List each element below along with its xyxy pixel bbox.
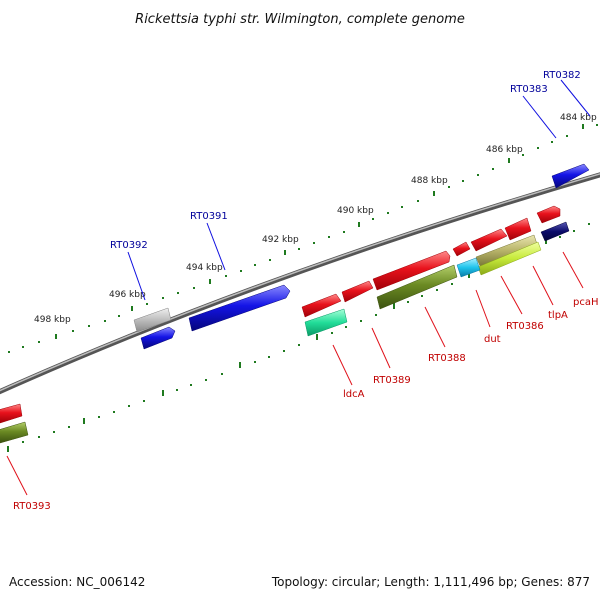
- gene-box-olive-RT0393[interactable]: [0, 421, 29, 444]
- gene-label-RT0388[interactable]: RT0388: [428, 353, 466, 364]
- genome-backbone-highlight: [0, 173, 600, 392]
- gene-arrow-rt0391[interactable]: [188, 284, 291, 332]
- leader-line-RT0388: [424, 306, 446, 348]
- gene-box-gray[interactable]: [133, 307, 172, 333]
- gene-label-pcaH[interactable]: pcaH: [573, 297, 599, 308]
- leader-line-RT0383: [522, 95, 557, 139]
- gene-arrow-RT0393[interactable]: [0, 403, 23, 424]
- gene-label-RT0382[interactable]: RT0382: [543, 70, 581, 81]
- leader-line-tlpA: [532, 265, 554, 306]
- gene-label-RT0386[interactable]: RT0386: [506, 321, 544, 332]
- gene-label-RT0392[interactable]: RT0392: [110, 240, 148, 251]
- gene-label-RT0389[interactable]: RT0389: [373, 375, 411, 386]
- leader-line-RT0386: [500, 275, 523, 315]
- genome-summary-text: Topology: circular; Length: 1,111,496 bp…: [271, 575, 590, 589]
- tick-label-494: 494 kbp: [186, 263, 223, 273]
- tick-label-490: 490 kbp: [337, 206, 374, 216]
- gene-box-olive-RT0388[interactable]: [376, 264, 458, 310]
- leader-line-RT0382: [560, 79, 591, 117]
- gene-arrow-RT0386[interactable]: [470, 228, 508, 252]
- gene-box-navy[interactable]: [540, 221, 570, 242]
- gene-arrow-pcaH[interactable]: [536, 205, 561, 224]
- leader-line-RT0392: [127, 251, 146, 301]
- leader-line-RT0389: [371, 327, 391, 369]
- leader-line-ldcA: [332, 344, 353, 386]
- gene-box-yellow-green[interactable]: [477, 241, 542, 276]
- gene-arrow-RT0389[interactable]: [341, 280, 374, 303]
- gene-arrow-RT0388[interactable]: [372, 250, 451, 291]
- gene-label-RT0391[interactable]: RT0391: [190, 211, 228, 222]
- leader-line-RT0391: [206, 222, 226, 271]
- tick-label-492: 492 kbp: [262, 235, 299, 245]
- gene-box-cyan[interactable]: [456, 257, 481, 278]
- gene-arrow-ldcA[interactable]: [301, 293, 342, 318]
- gene-label-ldcA[interactable]: ldcA: [343, 389, 365, 400]
- gene-label-RT0383[interactable]: RT0383: [510, 84, 548, 95]
- gene-arrow-rt0392[interactable]: [140, 326, 176, 350]
- genome-backbone: [0, 172, 600, 395]
- gene-label-dut[interactable]: dut: [484, 334, 501, 345]
- map-title: Rickettsia typhi str. Wilmington, comple…: [135, 12, 465, 27]
- tick-label-486: 486 kbp: [486, 145, 523, 155]
- tick-label-488: 488 kbp: [411, 176, 448, 186]
- tick-label-496: 496 kbp: [109, 290, 146, 300]
- gene-label-RT0393[interactable]: RT0393: [13, 501, 51, 512]
- leader-line-dut: [475, 289, 491, 328]
- gene-arrow-rt0383[interactable]: [551, 163, 590, 189]
- gene-arrow-dut[interactable]: [452, 241, 471, 257]
- tick-label-484: 484 kbp: [560, 113, 597, 123]
- leader-line-pcaH: [562, 251, 584, 289]
- gene-box-mint[interactable]: [304, 308, 348, 337]
- upper-tick-ring: [8, 124, 598, 353]
- leader-line-RT0393: [6, 455, 28, 496]
- tick-label-498: 498 kbp: [34, 315, 71, 325]
- gene-arrow-tlpA[interactable]: [504, 217, 532, 241]
- gene-label-tlpA[interactable]: tlpA: [548, 310, 568, 321]
- accession-text: Accession: NC_006142: [9, 575, 145, 589]
